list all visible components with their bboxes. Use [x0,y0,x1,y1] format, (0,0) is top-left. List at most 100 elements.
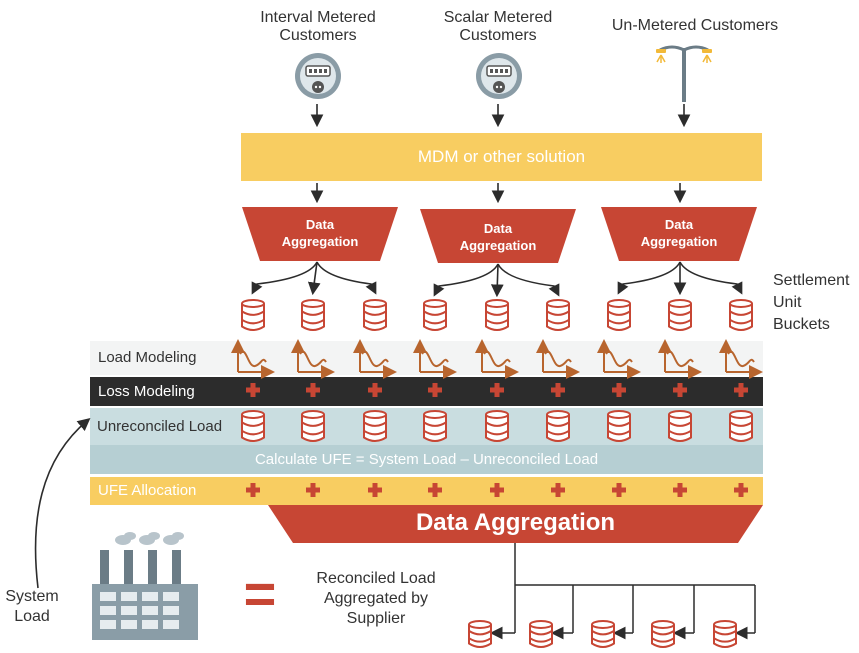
database-icon [241,299,265,331]
load-curve-icon [353,339,397,379]
interval-customers-label: Interval Metered Customers [238,9,398,45]
database-icon [591,620,615,648]
plus-icon [673,383,687,397]
database-icon [363,299,387,331]
database-icon [468,620,492,648]
database-icon [729,410,753,442]
database-icon [301,299,325,331]
aggregation-label-line2: Aggregation [281,234,359,249]
plus-icon [734,483,748,497]
load-modeling-label: Load Modeling [98,349,197,366]
system-load-line2: Load [14,608,50,625]
arrow-icon [316,261,377,295]
factory-icon [88,530,202,642]
equals-sign: = [243,562,277,625]
system-load-label: System Load [4,587,60,627]
big-aggregation-funnel: Data Aggregation [268,505,763,543]
database-icon [546,410,570,442]
interval-label-line1: Interval Metered [260,9,376,26]
arrow-icon [34,417,91,589]
plus-icon [673,483,687,497]
database-icon [423,299,447,331]
database-icon [241,410,265,442]
plus-icon [246,383,260,397]
aggregation-funnel-3: Data Aggregation [601,207,757,261]
plus-icon [612,483,626,497]
big-aggregation-label: Data Aggregation [415,509,616,536]
database-icon [485,299,509,331]
plus-icon [428,383,442,397]
unreconciled-label: Unreconciled Load [97,418,223,435]
meter-icon [290,51,346,101]
database-icon [713,620,737,648]
database-icon [607,299,631,331]
aggregation-label-line2: Aggregation [640,234,718,249]
load-curve-icon [536,339,580,379]
load-curve-icon [475,339,519,379]
load-curve-icon [658,339,702,379]
load-curve-icon [597,339,641,379]
arrow-icon [490,263,504,298]
settlement-line3: Buckets [773,316,830,333]
database-icon [363,410,387,442]
reconciled-line1: Reconciled Load [316,570,436,587]
plus-icon [368,483,382,497]
plus-icon [428,483,442,497]
aggregation-funnel-2: Data Aggregation [420,209,576,263]
plus-icon [612,383,626,397]
system-load-line1: System [5,588,59,605]
aggregation-funnel-1: Data Aggregation [242,207,398,261]
database-icon [668,410,692,442]
load-curve-icon [231,339,275,379]
calculate-ufe-label: Calculate UFE = System Load – Unreconcil… [254,451,599,468]
database-icon [529,620,553,648]
plus-icon [551,483,565,497]
database-icon [729,299,753,331]
plus-icon [551,383,565,397]
street-light-icon [652,40,716,104]
calculate-ufe-band: Calculate UFE = System Load – Unreconcil… [90,445,763,474]
loss-modeling-label: Loss Modeling [98,383,195,400]
load-curve-icon [291,339,335,379]
scalar-customers-label: Scalar Metered Customers [418,9,578,45]
settlement-line1: Settlement [773,272,850,289]
aggregation-label-line2: Aggregation [459,238,537,253]
mdm-label: MDM or other solution [417,147,586,166]
loss-modeling-band: Loss Modeling [90,377,763,406]
meter-icon [471,51,527,101]
arrow-icon [679,261,743,295]
database-icon [485,410,509,442]
reconciled-label: Reconciled Load Aggregated by Supplier [296,569,456,629]
arrow-icon [307,261,321,296]
database-icon [607,410,631,442]
settlement-line2: Unit [773,294,802,311]
interval-label-line2: Customers [279,27,357,44]
plus-icon [490,483,504,497]
unmetered-customers-label: Un-Metered Customers [611,17,779,34]
arrow-icon [497,263,560,297]
load-curve-icon [719,339,763,379]
plus-icon [306,383,320,397]
plus-icon [368,383,382,397]
database-icon [651,620,675,648]
aggregation-label-line1: Data [483,221,513,236]
plus-icon [306,483,320,497]
arrow-icon [433,263,499,297]
scalar-label-line1: Scalar Metered [443,9,553,26]
plus-icon [734,383,748,397]
plus-icon [490,383,504,397]
aggregation-label-line1: Data [664,217,694,232]
ufe-allocation-band: UFE Allocation [90,477,763,505]
arrow-icon [617,261,681,295]
settlement-label: Settlement Unit Buckets [773,270,849,336]
database-icon [423,410,447,442]
reconciled-line2: Aggregated by [323,590,429,607]
load-curve-icon [413,339,457,379]
database-icon [546,299,570,331]
database-icon [301,410,325,442]
aggregation-label-line1: Data [305,217,335,232]
arrow-icon [251,261,318,295]
ufe-allocation-label: UFE Allocation [98,482,197,499]
reconciled-line3: Supplier [346,610,406,627]
